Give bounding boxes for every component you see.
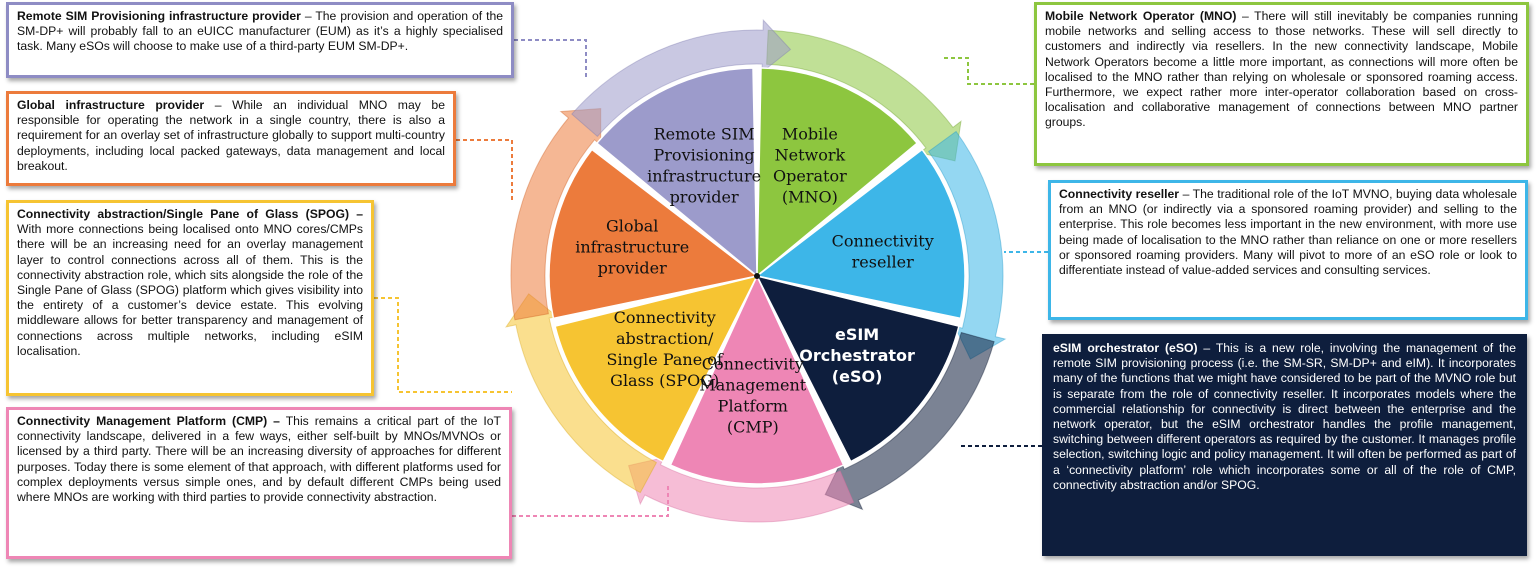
wedge-label-reseller: Connectivity reseller — [832, 231, 934, 271]
arrow-cmp — [627, 456, 855, 523]
wedge-label-line: provider — [598, 259, 667, 278]
connector-spog — [374, 297, 512, 393]
spog-description-title: Connectivity abstraction/Single Pane of … — [17, 207, 363, 221]
wheel-hub — [754, 273, 760, 279]
global-description-title: Global infrastructure provider — [17, 98, 205, 112]
wedge-label-line: Global — [606, 217, 658, 236]
spog-description-text: With more connections being localised on… — [17, 222, 363, 358]
reseller-description-text: – The traditional role of the IoT MVNO, … — [1059, 187, 1517, 278]
wedge-label-line: Management — [699, 375, 806, 394]
wedge-label-line: provider — [670, 188, 739, 207]
wedge-label-line: Remote SIM — [654, 125, 755, 144]
eso-description-box: eSIM orchestrator (eSO) – This is a new … — [1042, 334, 1527, 556]
wedge-label-line: (MNO) — [782, 188, 838, 207]
rsp-description-title: Remote SIM Provisioning infrastructure p… — [17, 9, 301, 23]
eso-description-title: eSIM orchestrator (eSO) — [1053, 341, 1198, 355]
wheel-arrows — [504, 18, 1007, 523]
rsp-description-text: – The provision and operation of the SM-… — [17, 9, 504, 54]
wedge-label-line: Mobile — [782, 125, 838, 144]
wedge-label-line: Connectivity — [702, 354, 804, 373]
rsp-description-box: Remote SIM Provisioning infrastructure p… — [6, 2, 514, 78]
connector-global — [456, 139, 513, 200]
wedge-label-eso: eSIM Orchestrator (eSO) — [799, 325, 915, 386]
wedge-label-line: Network — [775, 146, 846, 165]
wedge-label-line: Orchestrator — [799, 346, 915, 365]
cmp-description-box: Connectivity Management Platform (CMP) –… — [6, 407, 512, 559]
spog-description-box: Connectivity abstraction/Single Pane of … — [6, 200, 374, 396]
wedge-label-line: Connectivity — [614, 308, 716, 327]
arrow-reseller — [927, 130, 1007, 360]
wedge-label-line: Single Pane of — [607, 350, 724, 369]
arrow-mno — [766, 29, 962, 162]
connector-mno — [942, 57, 1034, 85]
reseller-description-box: Connectivity reseller – The traditional … — [1048, 180, 1528, 320]
wedge-label-line: (CMP) — [727, 417, 779, 436]
wedge-global — [548, 148, 759, 320]
wedge-label-line: (eSO) — [832, 367, 883, 386]
global-description-box: Global infrastructure provider – While a… — [6, 91, 456, 186]
wedge-eso — [755, 274, 960, 463]
wedge-cmp — [669, 274, 845, 485]
arrow-spog — [504, 293, 658, 494]
wedge-spog — [554, 274, 759, 463]
wedge-label-rsp: Remote SIM Provisioning infrastructure prov… — [647, 125, 761, 207]
wheel-wedges — [548, 67, 966, 485]
arrow-eso — [824, 331, 995, 511]
wedge-label-line: eSIM — [835, 325, 879, 344]
wedge-label-line: Operator — [773, 167, 847, 186]
wedge-label-line: Platform — [718, 396, 788, 415]
wedge-label-line: reseller — [852, 252, 915, 271]
wedge-reseller — [755, 148, 966, 320]
wedge-rsp — [595, 67, 758, 278]
wedge-label-line: infrastructure — [575, 238, 689, 257]
arrow-global — [510, 108, 602, 321]
cmp-description-text: This remains a critical part of the IoT … — [17, 414, 501, 505]
wedge-label-line: infrastructure — [647, 167, 761, 186]
wedge-mno — [756, 67, 919, 278]
connector-rsp — [514, 39, 587, 80]
wedge-label-line: abstraction/ — [616, 329, 714, 348]
wedge-label-line: Connectivity — [832, 231, 934, 250]
mno-description-title: Mobile Network Operator (MNO) — [1045, 9, 1237, 23]
mno-description-box: Mobile Network Operator (MNO) – There wi… — [1034, 2, 1529, 166]
wedge-label-spog: Connectivity abstraction/Single Pane of Gl… — [607, 308, 724, 390]
dashed-connectors — [374, 39, 1048, 517]
arrow-rsp — [571, 18, 792, 138]
wedge-label-global: Global infrastructure provider — [575, 217, 689, 278]
eso-description-text: – This is a new role, involving the mana… — [1053, 341, 1516, 492]
wedge-label-line: Glass (SPOG) — [610, 371, 719, 390]
wedge-label-line: Provisioning — [654, 146, 755, 165]
cmp-description-title: Connectivity Management Platform (CMP) – — [17, 414, 280, 428]
mno-description-text: – There will still inevitably be compani… — [1045, 9, 1518, 130]
global-description-text: – While an individual MNO may be respons… — [17, 98, 445, 173]
reseller-description-title: Connectivity reseller — [1059, 187, 1180, 201]
